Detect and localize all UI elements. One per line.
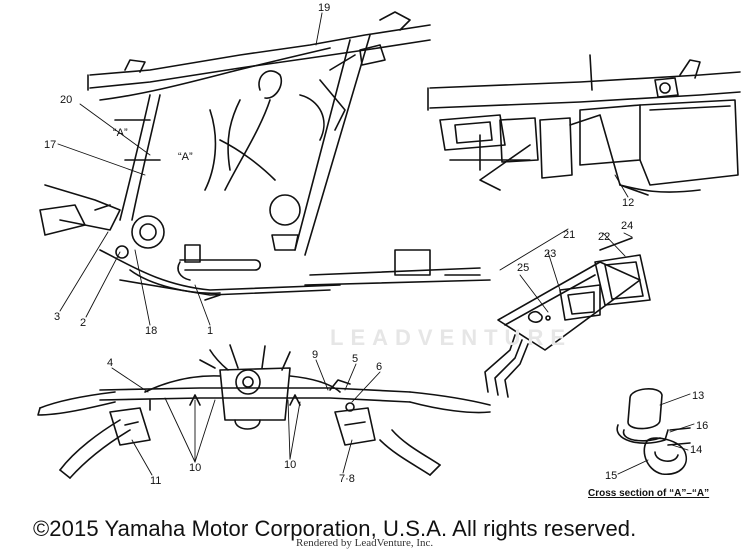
callout-10-right: 10	[284, 459, 296, 471]
callout-layer: 1 2 3 4 5 6 7·8 9 10 10 11 12 13 14 15 1…	[44, 2, 708, 487]
copyright-notice: ©2015 Yamaha Motor Corporation, U.S.A. A…	[33, 516, 637, 541]
leader-line-78	[342, 439, 353, 474]
leader-line-16	[669, 423, 695, 433]
leader-line-9	[315, 359, 329, 391]
callout-10-left: 10	[189, 462, 201, 474]
handlebar-illustration	[37, 344, 491, 479]
callout-12: 12	[622, 197, 634, 209]
callout-25: 25	[517, 262, 529, 274]
section-mark-a-left: “A”	[113, 127, 128, 139]
cross-section-illustration	[616, 388, 691, 475]
callout-2: 2	[80, 317, 86, 329]
callout-24: 24	[621, 220, 633, 232]
leader-line-24	[623, 232, 633, 238]
leader-line-17	[57, 143, 146, 176]
callout-1: 1	[207, 325, 213, 337]
callout-11: 11	[150, 475, 161, 487]
leader-line-12	[614, 174, 629, 198]
leader-line-20	[79, 103, 151, 156]
leader-line-18	[134, 249, 151, 326]
leader-line-25	[519, 274, 549, 313]
rendered-by-credit: Rendered by LeadVenture, Inc.	[296, 537, 434, 549]
leader-line-5	[344, 363, 357, 391]
leader-line-19	[315, 12, 323, 46]
leader-line-11	[131, 439, 153, 476]
callout-9: 9	[312, 349, 318, 361]
callout-22: 22	[598, 231, 610, 243]
watermark: LEADVENTURE	[330, 325, 573, 350]
callout-13: 13	[692, 390, 704, 402]
callout-5: 5	[352, 353, 358, 365]
leader-line-13	[659, 393, 691, 406]
leader-line-10d	[287, 399, 291, 460]
tail-lamp-illustration	[484, 237, 651, 398]
callout-16: 16	[696, 420, 708, 432]
callout-7-8: 7·8	[339, 473, 355, 485]
leader-line-15	[617, 459, 649, 475]
section-mark-a-right: “A”	[178, 151, 193, 163]
callout-21: 21	[563, 229, 575, 241]
callout-4: 4	[107, 357, 113, 369]
callout-6: 6	[376, 361, 382, 373]
leader-line-1	[194, 284, 211, 326]
leader-line-21	[499, 228, 569, 271]
callout-20: 20	[60, 94, 72, 106]
callout-14: 14	[690, 444, 702, 456]
callout-19: 19	[318, 2, 330, 14]
cross-section-caption: Cross section of “A”–“A”	[588, 488, 710, 499]
leader-line-3	[59, 231, 109, 312]
callout-17: 17	[44, 139, 56, 151]
rear-electrical-illustration	[427, 54, 741, 196]
leader-line-14	[671, 444, 689, 451]
leader-line-10c	[194, 399, 216, 463]
leader-line-22	[602, 232, 626, 257]
leader-lines	[57, 12, 695, 476]
callout-23: 23	[544, 248, 556, 260]
leader-line-10e	[289, 401, 301, 460]
callout-15: 15	[605, 470, 617, 482]
leader-line-10a	[164, 397, 196, 463]
leader-line-23	[547, 251, 561, 291]
callout-3: 3	[54, 311, 60, 323]
leader-line-4	[111, 367, 149, 393]
leader-line-2	[85, 251, 121, 318]
frame-harness-illustration	[39, 11, 491, 301]
leader-line-6	[351, 371, 381, 403]
callout-18: 18	[145, 325, 157, 337]
